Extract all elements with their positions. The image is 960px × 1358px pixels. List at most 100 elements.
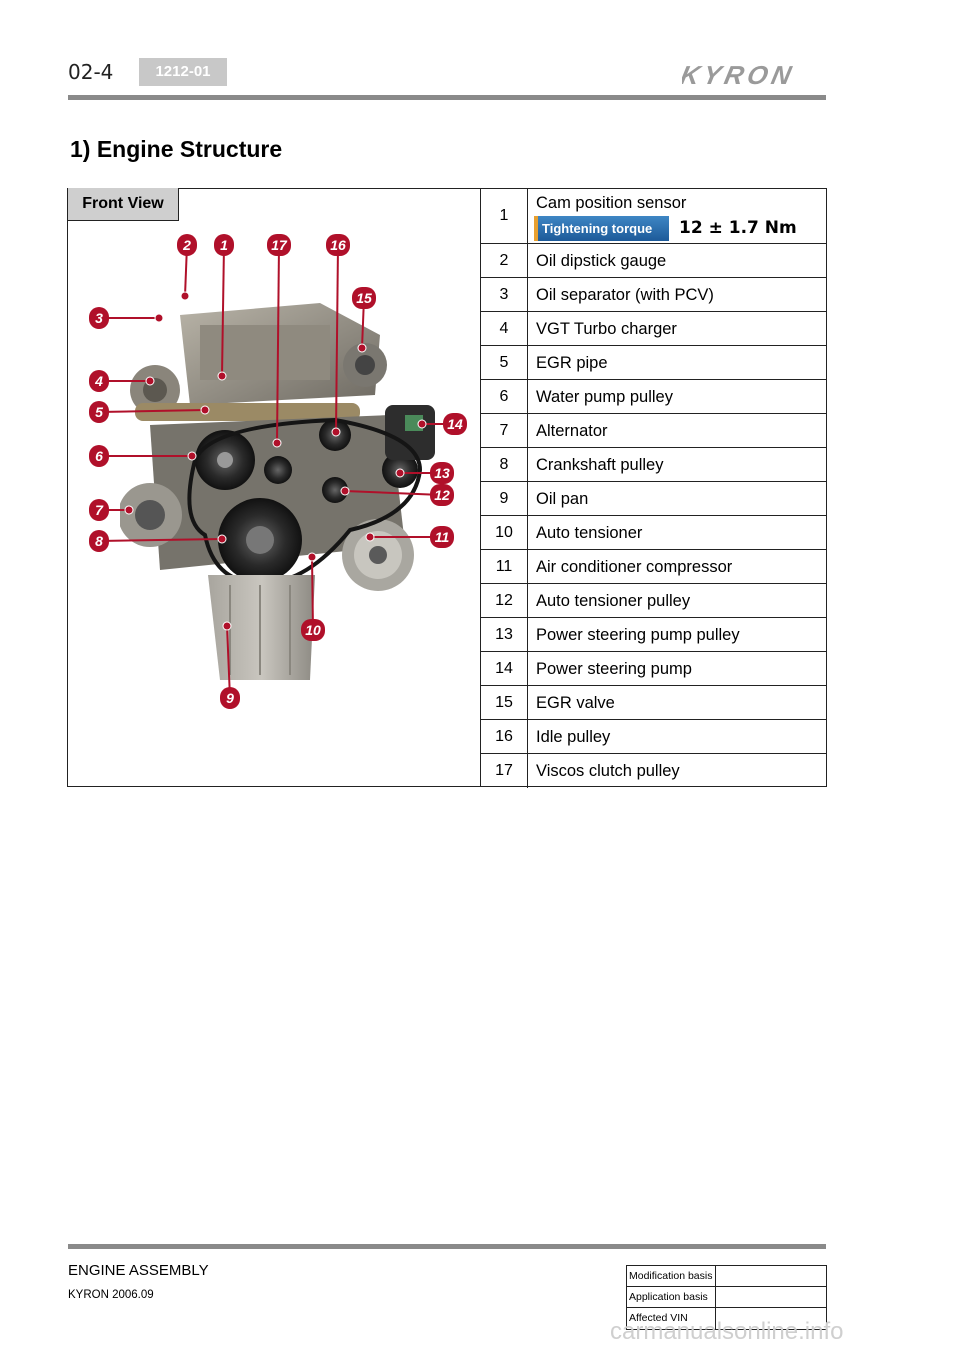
part-number: 1 (481, 188, 528, 243)
application-basis-row: Application basis (627, 1287, 826, 1308)
callout-target-dot (181, 292, 189, 300)
callout-target-dot (201, 406, 209, 414)
part-name: Air conditioner compressor (536, 558, 732, 577)
part-number: 16 (481, 720, 528, 753)
torque-value: 12 ± 1.7 Nm (679, 218, 797, 238)
part-row: 4VGT Turbo charger (481, 312, 827, 346)
part-row: 2 Oil dipstick gauge (481, 244, 827, 278)
callout-leader-line (99, 410, 205, 412)
part-row: 17 Viscos clutch pulley (481, 754, 827, 788)
part-number: 8 (481, 448, 528, 481)
part-row: 10 Auto tensioner (481, 516, 827, 550)
part-row: 8 Crankshaft pulley (481, 448, 827, 482)
callout-6: 6 (89, 445, 196, 467)
part-row: 12 Auto tensioner pulley (481, 584, 827, 618)
callout-number: 5 (95, 404, 103, 420)
part-name: EGR pipe (536, 354, 608, 373)
callout-11: 11 (366, 526, 454, 548)
part-name: Cam position sensor (536, 194, 686, 213)
part-name: EGR valve (536, 694, 615, 713)
part-number: 2 (481, 244, 528, 277)
basis-label: Application basis (627, 1287, 716, 1307)
callout-target-dot (146, 377, 154, 385)
callout-target-dot (155, 314, 163, 322)
part-name: Viscos clutch pulley (536, 762, 680, 781)
callout-number: 13 (434, 465, 450, 481)
callout-number: 16 (330, 237, 346, 253)
part-row: 5EGR pipe (481, 346, 827, 380)
callout-leader-line (222, 245, 224, 376)
callout-number: 10 (305, 622, 321, 638)
callout-target-dot (366, 533, 374, 541)
callout-13: 13 (396, 462, 454, 484)
part-name: Idle pulley (536, 728, 610, 747)
footer-divider (68, 1244, 826, 1249)
part-row: 11 Air conditioner compressor (481, 550, 827, 584)
callout-9: 9 (220, 622, 240, 709)
part-number: 17 (481, 754, 528, 788)
modification-basis-row: Modification basis (627, 1266, 826, 1287)
part-name: Power steering pump pulley (536, 626, 740, 645)
callout-1: 1 (214, 234, 234, 380)
callout-number: 12 (434, 487, 450, 503)
svg-text:KYRON: KYRON (682, 60, 798, 90)
callout-3: 3 (89, 307, 163, 329)
callout-2: 2 (177, 234, 197, 300)
part-name: Crankshaft pulley (536, 456, 663, 475)
callout-number: 17 (271, 237, 288, 253)
footer-title: ENGINE ASSEMBLY (68, 1262, 209, 1279)
part-number: 3 (481, 278, 528, 311)
part-row: 9 Oil pan (481, 482, 827, 516)
callout-number: 11 (435, 529, 450, 545)
callout-target-dot (332, 428, 340, 436)
callout-number: 14 (447, 416, 463, 432)
callout-number: 9 (226, 690, 234, 706)
callout-target-dot (341, 487, 349, 495)
part-name: Oil pan (536, 490, 588, 509)
callout-5: 5 (89, 401, 209, 423)
callout-number: 7 (95, 502, 104, 518)
part-row: 13 Power steering pump pulley (481, 618, 827, 652)
part-name: Auto tensioner pulley (536, 592, 690, 611)
part-number: 10 (481, 516, 528, 549)
part-number: 9 (481, 482, 528, 515)
kyron-logo: KYRON (682, 60, 827, 90)
part-name: Auto tensioner (536, 524, 642, 543)
callout-target-dot (418, 420, 426, 428)
part-number: 12 (481, 584, 528, 617)
callout-8: 8 (89, 530, 226, 552)
callout-target-dot (218, 535, 226, 543)
part-name: Oil dipstick gauge (536, 252, 666, 271)
callout-leader-line (345, 491, 442, 495)
callout-target-dot (188, 452, 196, 460)
part-row: 16 Idle pulley (481, 720, 827, 754)
callout-target-dot (273, 439, 281, 447)
part-number: 11 (481, 550, 528, 583)
callout-17: 17 (267, 234, 291, 447)
callout-10: 10 (301, 553, 325, 641)
part-name: Power steering pump (536, 660, 692, 679)
part-number: 13 (481, 618, 528, 651)
callout-target-dot (358, 344, 366, 352)
callout-number: 4 (94, 373, 103, 389)
callout-target-dot (308, 553, 316, 561)
callout-number: 15 (356, 290, 372, 306)
callout-15: 15 (352, 287, 376, 352)
part-row: 15 EGR valve (481, 686, 827, 720)
section-code-badge: 1212-01 (139, 58, 227, 86)
parts-list: 1Cam position sensorTightening torque12 … (481, 188, 827, 788)
callout-number: 6 (95, 448, 103, 464)
callout-4: 4 (89, 370, 154, 392)
part-number: 15 (481, 686, 528, 719)
part-number: 7 (481, 414, 528, 447)
page-number: 02-4 (68, 60, 113, 84)
header-divider (68, 95, 826, 100)
footer-subtitle: KYRON 2006.09 (68, 1289, 154, 1301)
callout-leader-line (336, 245, 338, 432)
callout-target-dot (125, 506, 133, 514)
